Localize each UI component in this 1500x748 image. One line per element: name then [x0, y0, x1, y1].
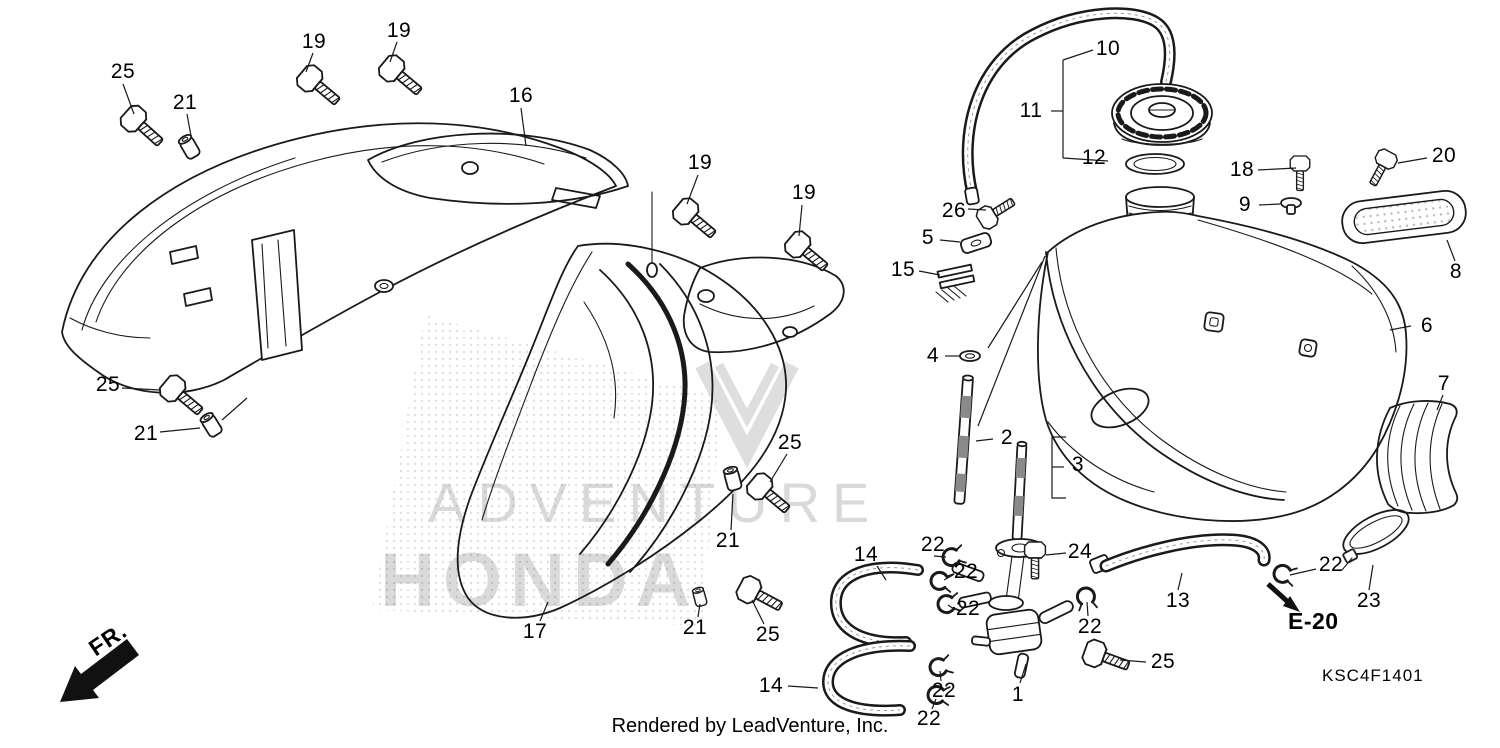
footer-credit: Rendered by LeadVenture, Inc.	[611, 715, 889, 737]
bolt-18	[1289, 155, 1311, 192]
bolt-24	[1023, 541, 1047, 580]
diagram-code: KSC4F1401	[1322, 666, 1424, 685]
fuel-hose-13	[1089, 533, 1271, 574]
drain-tube-14-lower	[821, 639, 916, 717]
band-23	[1341, 509, 1410, 571]
watermark-vendor-text: ADVENTURE	[428, 471, 881, 534]
standpipe-3	[1011, 440, 1028, 541]
drain-tube-14-upper	[829, 561, 924, 649]
bolt-26	[973, 191, 1020, 233]
left-shroud	[61, 122, 617, 394]
clamp-15	[935, 263, 976, 303]
standpipe-2	[953, 374, 974, 505]
leader-lines	[121, 41, 1456, 710]
fuel-tank	[1037, 210, 1408, 522]
grommet-9	[1280, 197, 1302, 215]
halftone-texture	[372, 315, 722, 626]
washer-4	[959, 350, 981, 362]
tank-pad	[1341, 189, 1467, 245]
fuel-cap	[1111, 83, 1213, 146]
e20-arrow-icon	[1266, 582, 1300, 612]
fr-arrow-icon	[60, 639, 139, 702]
heat-guard	[1376, 400, 1459, 515]
cap-gasket	[1125, 153, 1185, 175]
breather-tube	[961, 7, 1176, 206]
joint-pipe-lower	[958, 591, 992, 609]
bolt-19-group	[292, 51, 835, 279]
bracket-5	[959, 232, 993, 254]
reference-link-e20[interactable]: E-20	[1288, 608, 1339, 634]
shroud-blade	[367, 132, 658, 278]
bolt-20	[1362, 146, 1400, 191]
watermark-brand-text: HONDA	[380, 538, 699, 623]
right-shroud	[456, 242, 845, 619]
fuel-valve	[971, 595, 1074, 679]
